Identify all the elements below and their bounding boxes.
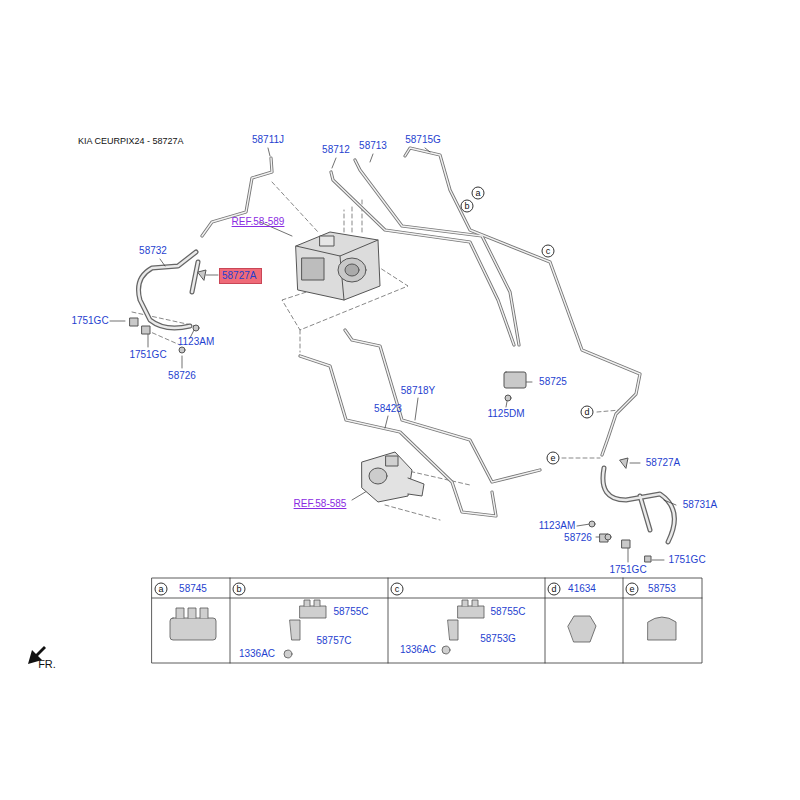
part-number: 58712 [322,144,350,156]
part-number: 58725 [539,376,567,388]
part-number: 58727A [220,269,261,283]
direction-mark: FR. [38,658,56,670]
part-number: 1751GC [129,349,166,361]
part-number: 58757C [316,635,351,647]
part-number: 58745 [179,583,207,595]
part-number: 58731A [683,499,717,511]
diagram-title: KIA CEURPIX24 - 58727A [78,136,184,147]
callout-letter: b [461,200,474,213]
part-number: 1751GC [609,564,646,576]
callout-letter: d [581,406,594,419]
part-number: 1751GC [71,315,108,327]
part-number: 1751GC [668,554,705,566]
part-number: 1336AC [239,648,275,660]
part-number: 58423 [374,403,402,415]
part-number: 58753 [648,583,676,595]
part-number: 41634 [568,583,596,595]
part-number: 1336AC [400,644,436,656]
part-number: 58726 [168,370,196,382]
part-number: 58711J [252,134,284,146]
callout-letter: c [391,583,404,596]
callout-letter: e [626,583,639,596]
part-number: 58732 [139,245,167,257]
part-number: 58715G [405,134,441,146]
part-number: 1123AM [539,520,576,532]
highlighted-part: 58727A [219,268,262,284]
part-number: 58713 [359,140,387,152]
part-number: 1123AM [178,336,215,348]
part-number: 1125DM [487,408,524,420]
part-number: 58755C [490,606,525,618]
part-number: 58718Y [401,385,435,397]
callout-letter: d [548,583,561,596]
callout-letter: a [472,187,485,200]
callout-letter: e [547,452,560,465]
part-number: 58726 [564,532,592,544]
callout-letter: b [233,583,246,596]
part-number: 58727A [646,457,680,469]
reference-link: REF.58-589 [232,216,285,228]
part-number: 58755C [333,606,368,618]
callout-letter: a [155,583,168,596]
part-number: 58753G [480,633,516,645]
reference-link: REF.58-585 [294,498,347,510]
callout-letter: c [542,245,555,258]
